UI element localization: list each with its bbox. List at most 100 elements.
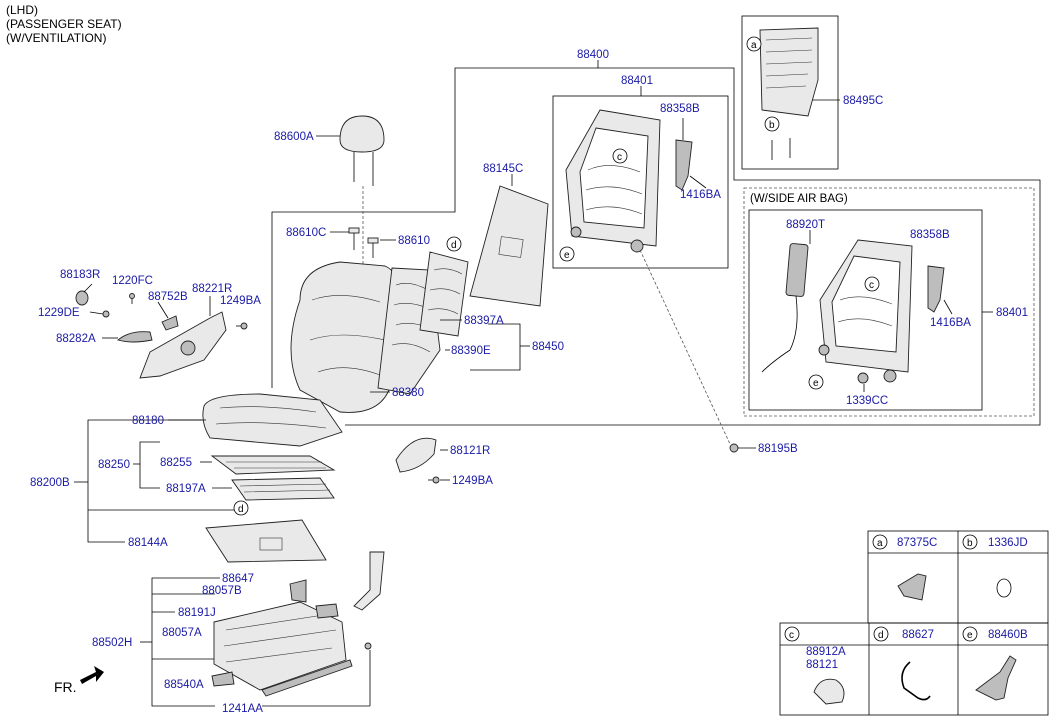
box-88401 <box>552 95 729 269</box>
legend-cell-b: b 1336JD <box>962 534 1028 598</box>
label-1229de: 1229DE <box>38 307 80 319</box>
airbag-88920t <box>761 243 809 373</box>
header-passenger-seat: (PASSENGER SEAT) <box>6 17 122 31</box>
handle-88540a <box>211 671 235 687</box>
label-88401-side: 88401 <box>996 307 1028 319</box>
label-1241aa: 1241AA <box>222 703 263 715</box>
shield-88221r <box>139 311 227 379</box>
svg-text:e: e <box>813 378 819 389</box>
hook-88460b-icon <box>975 655 1017 701</box>
bracket-88191j <box>315 603 339 619</box>
callout-c-side: c <box>864 276 880 292</box>
leader-1229de <box>89 311 104 315</box>
label-88358b-side: 88358B <box>910 229 950 241</box>
svg-text:c: c <box>869 280 874 291</box>
svg-text:d: d <box>238 504 244 515</box>
leader-88752b <box>157 301 169 319</box>
front-arrow-icon <box>80 666 104 684</box>
label-fr: FR. <box>54 679 77 695</box>
label-88145c: 88145C <box>483 163 523 175</box>
legend-cell-d: d 88627 <box>873 626 934 701</box>
svg-text:b: b <box>967 538 973 549</box>
label-88920t: 88920T <box>786 219 825 231</box>
side-airbag-title: (W/SIDE AIR BAG) <box>750 193 848 205</box>
callout-d-back: d <box>446 236 462 252</box>
svg-text:c: c <box>789 630 794 641</box>
label-88057b: 88057B <box>202 585 242 597</box>
bolt-1241aa <box>364 642 372 706</box>
label-88610c: 88610C <box>286 227 326 239</box>
screw-1249ba-top <box>236 322 248 330</box>
trim-88752b <box>161 315 179 331</box>
screw-1220fc <box>129 293 135 304</box>
screw-1229de <box>102 310 110 318</box>
label-88250: 88250 <box>98 459 130 471</box>
label-88502h: 88502H <box>92 637 132 649</box>
frame-88401 <box>565 109 661 253</box>
knob-88282a <box>117 331 153 343</box>
bracket-88400 <box>271 67 1041 426</box>
label-88647: 88647 <box>222 573 254 585</box>
duct-88647 <box>353 551 385 611</box>
callout-e-top: e <box>559 246 575 262</box>
svg-text:e: e <box>967 630 973 641</box>
bracket-88250 <box>139 441 160 489</box>
callout-c-top: c <box>612 148 628 164</box>
legend-part-88912a: 88912A <box>806 646 846 658</box>
label-88197a: 88197A <box>166 483 206 495</box>
label-88200b: 88200B <box>30 477 70 489</box>
track-88502h <box>213 601 353 697</box>
legend-part-87375c: 87375C <box>897 537 937 549</box>
wire-88627-icon <box>901 661 931 701</box>
board-88495c <box>759 27 819 160</box>
callout-d-cushion: d <box>233 500 249 516</box>
label-88358b-top: 88358B <box>660 103 700 115</box>
guide-88610 <box>367 237 379 258</box>
label-1249ba-bot: 1249BA <box>452 475 493 487</box>
board-88144a <box>205 519 327 563</box>
legend-table <box>779 530 1049 716</box>
label-88180: 88180 <box>132 415 164 427</box>
label-1249ba-top: 1249BA <box>220 295 261 307</box>
label-88121r: 88121R <box>450 445 490 457</box>
bracket-88200b <box>87 419 202 543</box>
label-88450: 88450 <box>532 341 564 353</box>
callout-b-top: b <box>764 116 780 132</box>
bracket-88358b-top <box>675 118 693 191</box>
svg-text:d: d <box>878 630 884 641</box>
label-88752b: 88752B <box>148 291 188 303</box>
label-88195b: 88195B <box>758 443 798 455</box>
svg-text:c: c <box>617 152 622 163</box>
label-88401-top: 88401 <box>621 75 653 87</box>
grommet-1336jd-icon <box>996 578 1012 598</box>
bracket-88358b-side <box>927 265 945 313</box>
svg-text:a: a <box>877 538 883 549</box>
pad-88255 <box>210 455 336 475</box>
bracket-88057b <box>289 579 307 603</box>
label-88390e: 88390E <box>451 345 491 357</box>
legend-cell-c: c 88912A 88121 <box>784 626 846 705</box>
label-88057a: 88057A <box>162 627 202 639</box>
guide-88610c <box>348 227 360 250</box>
svg-text:b: b <box>769 120 775 131</box>
clip-88912a-icon <box>813 678 845 705</box>
label-88282a: 88282A <box>56 333 96 345</box>
label-88144a: 88144A <box>128 537 168 549</box>
label-1220fc: 1220FC <box>112 275 153 287</box>
backboard-88145c <box>469 185 549 307</box>
screw-1249ba-bot <box>428 476 440 484</box>
seatback-cover <box>290 261 399 413</box>
svg-text:e: e <box>564 250 570 261</box>
header-ventilation: (W/VENTILATION) <box>6 31 106 45</box>
header-lhd: (LHD) <box>6 3 38 17</box>
pad-88397a <box>419 251 469 337</box>
cushion-88180 <box>202 393 343 447</box>
legend-part-88627: 88627 <box>902 629 934 641</box>
box-side-airbag <box>743 187 1035 417</box>
label-88183r: 88183R <box>60 269 100 281</box>
label-88255: 88255 <box>160 457 192 469</box>
legend-cell-e: e 88460B <box>962 626 1028 701</box>
legend-part-88460b: 88460B <box>988 629 1028 641</box>
dash-88195b <box>639 249 731 445</box>
